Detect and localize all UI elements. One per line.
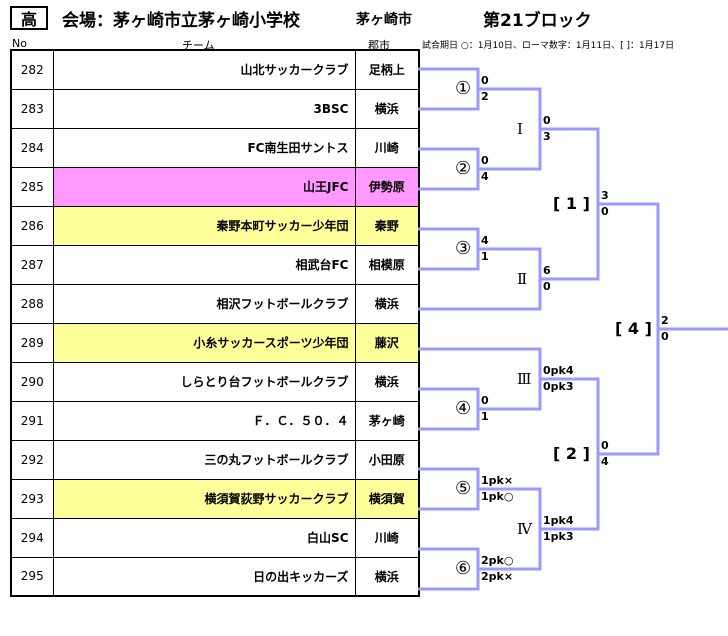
match-number-m6: ⑥ <box>455 558 472 579</box>
score-top-r2: 6 <box>543 264 551 277</box>
venue-title: 会場：茅ヶ崎市立茅ヶ崎小学校 <box>62 11 300 31</box>
score-top-m1: 0 <box>481 74 489 87</box>
score-bottom-r3: 0pk3 <box>543 380 574 393</box>
score-top-r4: 1pk4 <box>543 514 574 527</box>
team-number: 294 <box>10 517 54 558</box>
score-bottom-r1: 3 <box>543 130 551 143</box>
score-bottom-r4: 1pk3 <box>543 530 574 543</box>
team-city: 茅ヶ崎 <box>354 400 420 441</box>
team-name: 相沢フットボールクラブ <box>52 283 356 324</box>
team-number: 284 <box>10 127 54 168</box>
team-city: 相模原 <box>354 244 420 285</box>
team-number: 288 <box>10 283 54 324</box>
round-number-r3: Ⅲ <box>517 370 532 388</box>
score-top-s1: 3 <box>601 189 609 202</box>
team-name: FC南生田サントス <box>52 127 356 168</box>
team-city: 秦野 <box>354 205 420 246</box>
round-number-r1: Ⅰ <box>517 120 523 138</box>
team-name: 横須賀荻野サッカークラブ <box>52 478 356 519</box>
team-city: 横須賀 <box>354 478 420 519</box>
score-bottom-m6: 2pk× <box>481 570 514 583</box>
score-top-r3: 0pk4 <box>543 364 574 377</box>
team-number: 291 <box>10 400 54 441</box>
score-bottom-m3: 1 <box>481 250 489 263</box>
score-top-m4: 0 <box>481 394 489 407</box>
team-name: 秦野本町サッカー少年団 <box>52 205 356 246</box>
score-top-s2: 0 <box>601 439 609 452</box>
round-number-r4: Ⅳ <box>517 520 532 538</box>
score-bottom-r2: 0 <box>543 280 551 293</box>
team-city: 横浜 <box>354 556 420 597</box>
score-bottom-final: 0 <box>661 330 669 343</box>
team-number: 295 <box>10 556 54 597</box>
team-name: 山王JFC <box>52 166 356 207</box>
team-city: 小田原 <box>354 439 420 480</box>
semi-label-s1: [ 1 ] <box>553 194 590 213</box>
team-city: 横浜 <box>354 283 420 324</box>
match-number-m5: ⑤ <box>455 478 472 499</box>
category-badge: 高 <box>10 6 48 30</box>
match-number-m2: ② <box>455 158 472 179</box>
schedule-note: 試合期日 ○：1月10日、ローマ数字：1月11日、[ ]：1月17日 <box>422 41 675 51</box>
team-name: Ｆ．Ｃ．５０．４ <box>52 400 356 441</box>
match-number-m1: ① <box>455 78 472 99</box>
final-label: [ 4 ] <box>615 319 652 338</box>
score-bottom-s1: 0 <box>601 205 609 218</box>
match-number-m4: ④ <box>455 398 472 419</box>
semi-label-s2: [ 2 ] <box>553 444 590 463</box>
team-city: 横浜 <box>354 88 420 129</box>
team-number: 293 <box>10 478 54 519</box>
block-title: 第21ブロック <box>483 11 592 31</box>
team-number: 285 <box>10 166 54 207</box>
team-name: 三の丸フットボールクラブ <box>52 439 356 480</box>
team-name: しらとり台フットボールクラブ <box>52 361 356 402</box>
score-bottom-m5: 1pk○ <box>481 490 514 503</box>
team-name: 日の出キッカーズ <box>52 556 356 597</box>
score-top-m6: 2pk○ <box>481 554 514 567</box>
team-number: 286 <box>10 205 54 246</box>
round-number-r2: Ⅱ <box>517 270 528 288</box>
team-city: 川崎 <box>354 517 420 558</box>
score-top-m3: 4 <box>481 234 489 247</box>
score-bottom-m4: 1 <box>481 410 489 423</box>
score-top-r1: 0 <box>543 114 551 127</box>
score-bottom-s2: 4 <box>601 455 609 468</box>
column-header-no: No <box>12 37 27 50</box>
region-label: 茅ヶ崎市 <box>356 12 412 28</box>
team-number: 287 <box>10 244 54 285</box>
score-top-m5: 1pk× <box>481 474 514 487</box>
column-header-city: 郡市 <box>368 39 390 52</box>
column-header-team: チーム <box>182 39 215 52</box>
team-name: 小糸サッカースポーツ少年団 <box>52 322 356 363</box>
match-number-m3: ③ <box>455 238 472 259</box>
team-number: 282 <box>10 49 54 90</box>
team-city: 横浜 <box>354 361 420 402</box>
team-city: 川崎 <box>354 127 420 168</box>
team-name: 白山SC <box>52 517 356 558</box>
score-bottom-m1: 2 <box>481 90 489 103</box>
score-top-m2: 0 <box>481 154 489 167</box>
score-top-final: 2 <box>661 314 669 327</box>
score-bottom-m2: 4 <box>481 170 489 183</box>
team-city: 藤沢 <box>354 322 420 363</box>
team-city: 足柄上 <box>354 49 420 90</box>
